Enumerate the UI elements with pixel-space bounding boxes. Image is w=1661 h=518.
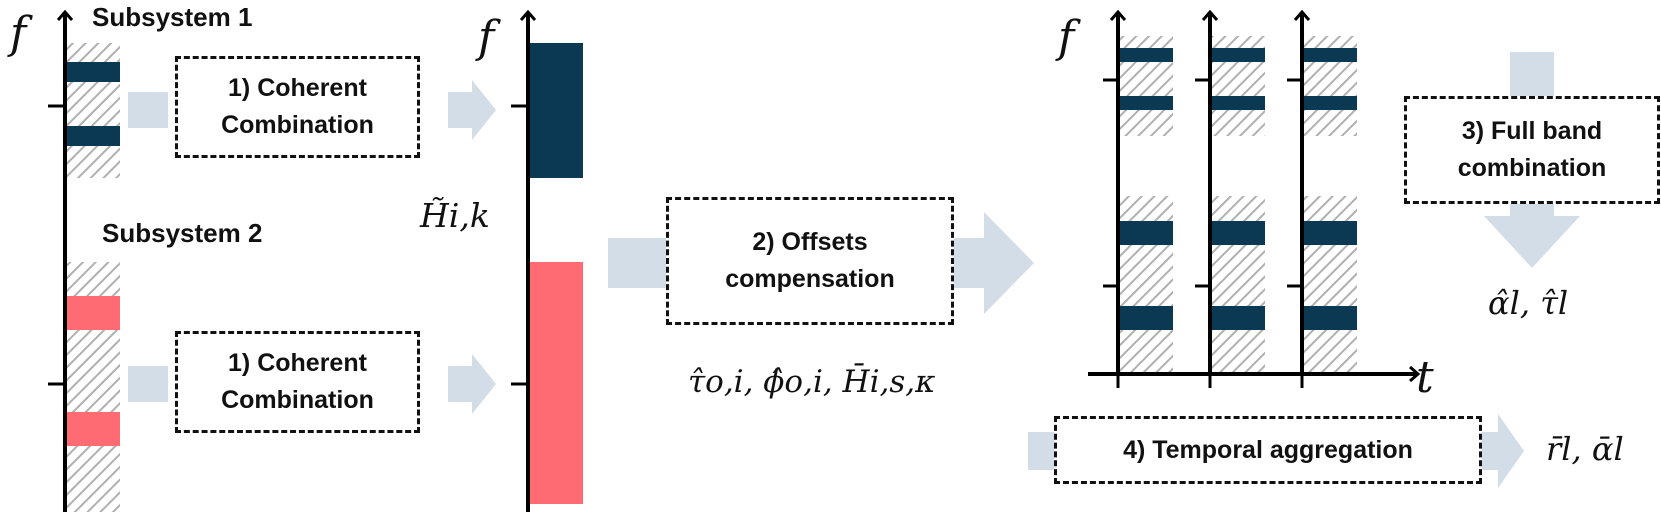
combined-band-subsystem2 [528, 262, 583, 504]
step-1b-line-2: Combination [221, 386, 374, 414]
subsystem-2-label: Subsystem 2 [102, 218, 263, 248]
snapshot-column-3 [1287, 12, 1357, 374]
subsystem2-subband-lower [65, 412, 120, 446]
arrow-out-of-temporal [1482, 414, 1524, 488]
combined-band-subsystem1 [528, 43, 583, 178]
step-1-line-2: Combination [221, 111, 374, 139]
step-3-line-2: combination [1457, 154, 1607, 182]
step-3-line-1: 3) Full band [1461, 117, 1603, 145]
alpha-tau-estimates-label: α̂l, τ̂l [1488, 284, 1569, 322]
full-band-combination-box: 3) Full band combination [1404, 96, 1660, 204]
temporal-aggregation-box: 4) Temporal aggregation [1054, 416, 1482, 484]
step-2-line-1: 2) Offsets [752, 228, 868, 256]
subsystem1-subband-upper [65, 62, 120, 82]
r-alpha-aggregated-label: r̄l, ᾱl [1546, 430, 1624, 468]
offsets-parameters-label: τ̂o,i, ϕ̂o,i, H̄i,s,κ [688, 364, 936, 400]
arrow-into-coherent-2 [128, 366, 168, 402]
time-axis-t-label: t [1416, 352, 1434, 403]
arrow-into-coherent-1 [128, 92, 168, 128]
h-tilde-label: H̃i,k [420, 196, 490, 235]
middle-axis-f-label: f [478, 12, 495, 63]
snapshot-column-2 [1195, 12, 1265, 374]
arrow-out-of-offsets [950, 212, 1034, 314]
subsystem2-subband-upper [65, 296, 120, 330]
step-1-line-1: 1) Coherent [228, 74, 367, 102]
step-1b-line-1: 1) Coherent [228, 349, 367, 377]
step-2-line-2: compensation [725, 265, 895, 293]
arrow-out-of-coherent-1 [448, 80, 496, 140]
step-4-label: 4) Temporal aggregation [1123, 435, 1413, 464]
subsystem-1-label: Subsystem 1 [92, 2, 253, 32]
arrow-into-offsets [608, 238, 668, 288]
offsets-compensation-box: 2) Offsets compensation [666, 197, 954, 325]
arrow-out-of-coherent-2 [448, 354, 496, 414]
arrow-into-temporal [1028, 432, 1058, 470]
grid-axis-f-label: f [1058, 12, 1075, 63]
subsystem1-subband-lower [65, 126, 120, 146]
left-axis-f-label: f [10, 8, 27, 59]
snapshot-column-1 [1103, 12, 1173, 374]
